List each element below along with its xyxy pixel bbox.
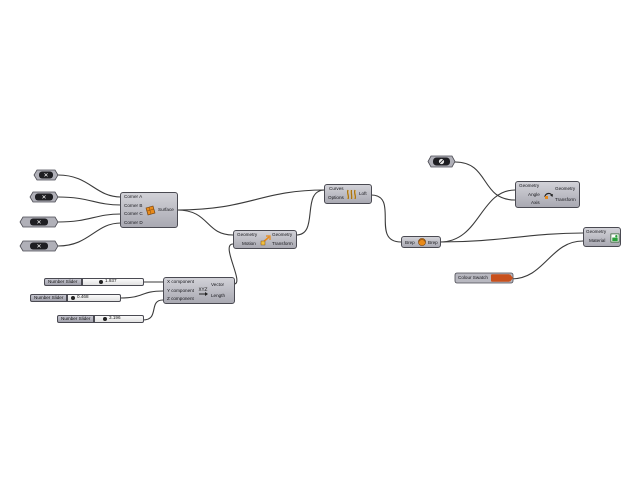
point-param-4[interactable]: ✕ — [19, 240, 59, 252]
preview-input-geometry[interactable]: Geometry — [586, 229, 607, 234]
rotate-icon — [544, 192, 553, 199]
loft-input-options[interactable]: Options — [328, 195, 344, 200]
point-param-3[interactable]: ✕ — [19, 216, 59, 228]
slider-2-value: 0.468 — [77, 294, 89, 299]
axis-param[interactable] — [427, 155, 456, 168]
loft-output[interactable]: Loft — [359, 191, 367, 196]
number-slider-1[interactable]: Number Slider 1.937 — [44, 278, 144, 286]
rotate-input-axis[interactable]: Axis — [531, 200, 540, 205]
surface-input-corner-b[interactable]: Corner B — [124, 203, 143, 208]
brep-input[interactable]: Brep — [405, 239, 415, 245]
point-param-1[interactable]: ✕ — [33, 169, 59, 181]
vector-xyz-component[interactable]: X component Y component Z component XYZ … — [163, 277, 235, 304]
preview-input-material[interactable]: Material — [589, 238, 606, 243]
svg-text:XYZ: XYZ — [199, 287, 208, 293]
rotate-input-angle[interactable]: Angle — [528, 192, 540, 197]
brep-param[interactable]: Brep Brep — [401, 236, 441, 248]
point-icon: ✕ — [43, 172, 48, 179]
surface-icon — [145, 205, 156, 216]
wire-surface-move — [176, 209, 234, 236]
wire-vector-move — [228, 243, 238, 285]
brep-icon — [418, 238, 426, 246]
loft-icon — [346, 189, 357, 200]
loft-component[interactable]: Curves Options Loft — [324, 184, 372, 204]
rotate-input-geometry[interactable]: Geometry — [519, 183, 540, 188]
wire-axis-rotate — [454, 161, 516, 201]
wire-brep-preview — [439, 232, 584, 243]
colour-swatch[interactable] — [454, 272, 514, 284]
swatch-colour-box — [491, 274, 510, 282]
rotate-output-geometry[interactable]: Geometry — [555, 186, 576, 191]
point-param-2[interactable]: ✕ — [29, 191, 59, 203]
slider-1-track[interactable] — [82, 278, 144, 286]
wire-slider2-y — [119, 290, 164, 299]
slider-3-track[interactable] — [94, 315, 144, 323]
surface-input-corner-c[interactable]: Corner C — [124, 211, 143, 216]
move-input-geometry[interactable]: Geometry — [237, 232, 258, 237]
vector-input-z[interactable]: Z component — [167, 296, 194, 301]
wire-pt3-corner-c — [57, 213, 122, 223]
point-icon: ✕ — [41, 194, 46, 201]
wire-slider3-z — [142, 299, 164, 321]
point-icon: ✕ — [36, 219, 41, 226]
slider-1-label: Number Slider — [44, 278, 82, 286]
colour-swatch-label: Colour Swatch — [458, 275, 488, 280]
wire-brep-rotate — [439, 189, 516, 243]
slider-2-track[interactable] — [67, 294, 121, 302]
surface-output[interactable]: Surface — [158, 207, 174, 212]
custom-preview-component[interactable]: Geometry Material — [583, 227, 621, 247]
wire-pt4-corner-d — [57, 222, 122, 247]
move-component[interactable]: Geometry Motion Geometry Transform — [233, 230, 297, 249]
preview-icon — [610, 233, 620, 243]
slider-1-value: 1.937 — [105, 278, 117, 283]
surface-input-corner-d[interactable]: Corner D — [124, 220, 143, 225]
wire-loft-brep — [370, 194, 402, 243]
number-slider-3[interactable]: Number Slider 3.196 — [57, 315, 144, 323]
slider-1-knob[interactable] — [99, 279, 103, 284]
move-input-motion[interactable]: Motion — [242, 241, 256, 246]
slider-3-value: 3.196 — [109, 315, 121, 320]
loft-input-curves[interactable]: Curves — [329, 186, 344, 191]
vector-output-vector[interactable]: Vector — [211, 282, 225, 287]
surface-component[interactable]: Corner A Corner B Corner C Corner D Surf… — [120, 192, 178, 228]
slider-3-knob[interactable] — [103, 316, 107, 321]
number-slider-2[interactable]: Number Slider 0.468 — [30, 294, 121, 302]
rotate-component[interactable]: Geometry Angle Axis Geometry Transform — [515, 181, 580, 208]
move-output-transform[interactable]: Transform — [272, 241, 293, 246]
vector-input-y[interactable]: Y component — [167, 288, 194, 293]
wire-pt1-corner-a — [57, 174, 122, 198]
rotate-output-transform[interactable]: Transform — [555, 197, 576, 202]
brep-output[interactable]: Brep — [428, 239, 438, 245]
move-icon — [260, 235, 271, 246]
slider-3-label: Number Slider — [57, 315, 94, 323]
vector-output-length[interactable]: Length — [211, 293, 226, 298]
move-output-geometry[interactable]: Geometry — [272, 232, 293, 237]
surface-input-corner-a[interactable]: Corner A — [124, 194, 143, 199]
wire-surface-loft — [176, 189, 326, 211]
wire-move-loft — [295, 189, 326, 236]
slider-2-knob[interactable] — [71, 295, 75, 300]
slider-2-label: Number Slider — [30, 294, 67, 302]
wire-pt2-corner-b — [57, 196, 122, 206]
point-icon: ✕ — [36, 243, 41, 250]
vector-input-x[interactable]: X component — [167, 279, 195, 284]
wire-colour-material — [510, 240, 584, 280]
vector-xyz-icon: XYZ — [199, 287, 208, 296]
